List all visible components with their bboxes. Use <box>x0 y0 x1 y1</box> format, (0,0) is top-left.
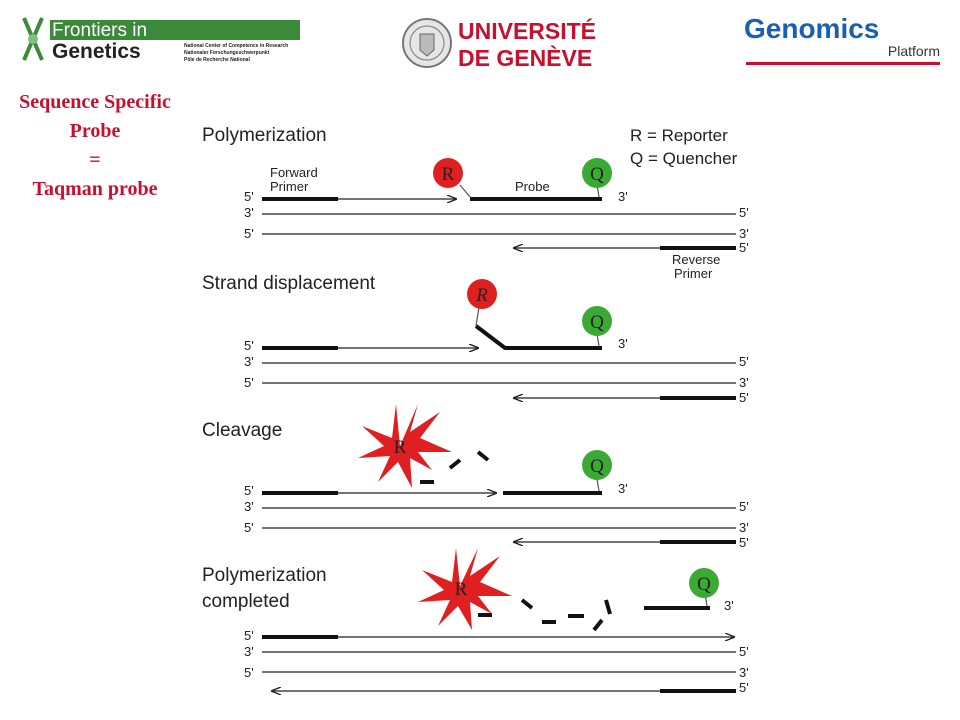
fluorescence-burst-icon <box>418 548 512 630</box>
unige-line1: UNIVERSITÉ <box>458 17 596 44</box>
quencher-label: Q <box>590 164 604 185</box>
unige-line2: DE GENÈVE <box>458 44 592 71</box>
strand-end-label: 5' <box>244 189 254 204</box>
title-line1: Sequence Specific <box>19 91 171 113</box>
strand-end-label: 3' <box>739 665 749 680</box>
probe-end-label: 3' <box>724 598 734 613</box>
strand-end-label: 5' <box>739 680 749 695</box>
reporter-label: R <box>442 164 455 185</box>
frontiers-sub3: Pôle de Recherche National <box>184 57 250 63</box>
strand-end-label: 5' <box>739 205 749 220</box>
strand-end-label: 5' <box>244 338 254 353</box>
title-line4: Taqman probe <box>32 178 158 200</box>
reverse-primer-label-2: Primer <box>674 266 713 281</box>
quencher-label: Q <box>590 456 604 477</box>
strand-end-label: 5' <box>244 520 254 535</box>
step-title: Cleavage <box>202 420 282 441</box>
step-polymerization-completed: Polymerization completed 5' 3' 5' 5' 3' … <box>202 548 749 695</box>
reporter-dye <box>433 158 463 188</box>
frontiers-logo: Frontiers in Genetics National Center of… <box>22 17 300 63</box>
strand-end-label: 5' <box>244 483 254 498</box>
strand-end-label: 5' <box>244 628 254 643</box>
strand-end-label: 3' <box>244 499 254 514</box>
strand-end-label: 3' <box>739 520 749 535</box>
step-title-line2: completed <box>202 591 290 612</box>
step-strand-displacement: Strand displacement 5' 3' 5' 5' 3' 5' 3'… <box>202 273 749 405</box>
strand-end-label: 5' <box>739 499 749 514</box>
step-cleavage: Cleavage 5' 3' 5' 5' 3' 5' 3' R Q <box>202 404 749 550</box>
frontiers-sub2: Nationaler Forschungsschwerpunkt <box>184 50 270 56</box>
quencher-label: Q <box>697 574 711 595</box>
genomics-logo: Genomics Platform <box>744 13 940 65</box>
strand-end-label: 5' <box>244 226 254 241</box>
step-title: Strand displacement <box>202 273 376 294</box>
quencher-dye <box>689 568 719 598</box>
legend-reporter: R = Reporter <box>630 126 728 145</box>
reporter-dye <box>467 279 497 309</box>
probe-end-label: 3' <box>618 481 628 496</box>
strand-end-label: 5' <box>739 240 749 255</box>
probe-end-label: 3' <box>618 189 628 204</box>
forward-primer-label-1: Forward <box>270 165 318 180</box>
strand-end-label: 3' <box>739 375 749 390</box>
fluorescence-burst-icon <box>358 404 452 488</box>
strand-end-label: 5' <box>739 354 749 369</box>
quencher-dye <box>582 450 612 480</box>
dna-figure-icon <box>22 17 44 61</box>
slide-title: Sequence Specific Probe = Taqman probe <box>0 88 190 204</box>
strand-end-label: 5' <box>739 390 749 405</box>
genomics-line1: Genomics <box>744 13 879 44</box>
probe-label: Probe <box>515 179 550 194</box>
reporter-label: R <box>394 437 407 458</box>
title-line3: = <box>89 149 101 171</box>
step-title: Polymerization <box>202 125 327 146</box>
strand-end-label: 3' <box>739 226 749 241</box>
step-title: Polymerization <box>202 565 327 586</box>
unige-logo: UNIVERSITÉ DE GENÈVE <box>402 17 596 71</box>
strand-end-label: 3' <box>244 205 254 220</box>
title-line2: Probe <box>69 120 121 142</box>
genomics-line2: Platform <box>888 43 940 59</box>
reporter-label: R <box>475 285 488 306</box>
strand-end-label: 5' <box>739 644 749 659</box>
strand-end-label: 5' <box>739 535 749 550</box>
strand-end-label: 5' <box>244 665 254 680</box>
strand-end-label: 5' <box>244 375 254 390</box>
quencher-dye <box>582 158 612 188</box>
frontiers-line1: Frontiers in <box>52 20 147 41</box>
forward-primer-label-2: Primer <box>270 179 309 194</box>
university-seal-icon <box>402 18 452 68</box>
quencher-label: Q <box>590 312 604 333</box>
reverse-primer-label-1: Reverse <box>672 252 720 267</box>
frontiers-line2: Genetics <box>52 40 141 63</box>
strand-end-label: 3' <box>244 354 254 369</box>
reporter-label: R <box>455 579 468 600</box>
strand-end-label: 3' <box>244 644 254 659</box>
legend-quencher: Q = Quencher <box>630 149 738 168</box>
frontiers-sub1: National Center of Competence in Researc… <box>184 43 288 49</box>
step-polymerization: Polymerization Forward Primer Probe 5' 3… <box>202 125 749 281</box>
quencher-dye <box>582 306 612 336</box>
probe-end-label: 3' <box>618 336 628 351</box>
